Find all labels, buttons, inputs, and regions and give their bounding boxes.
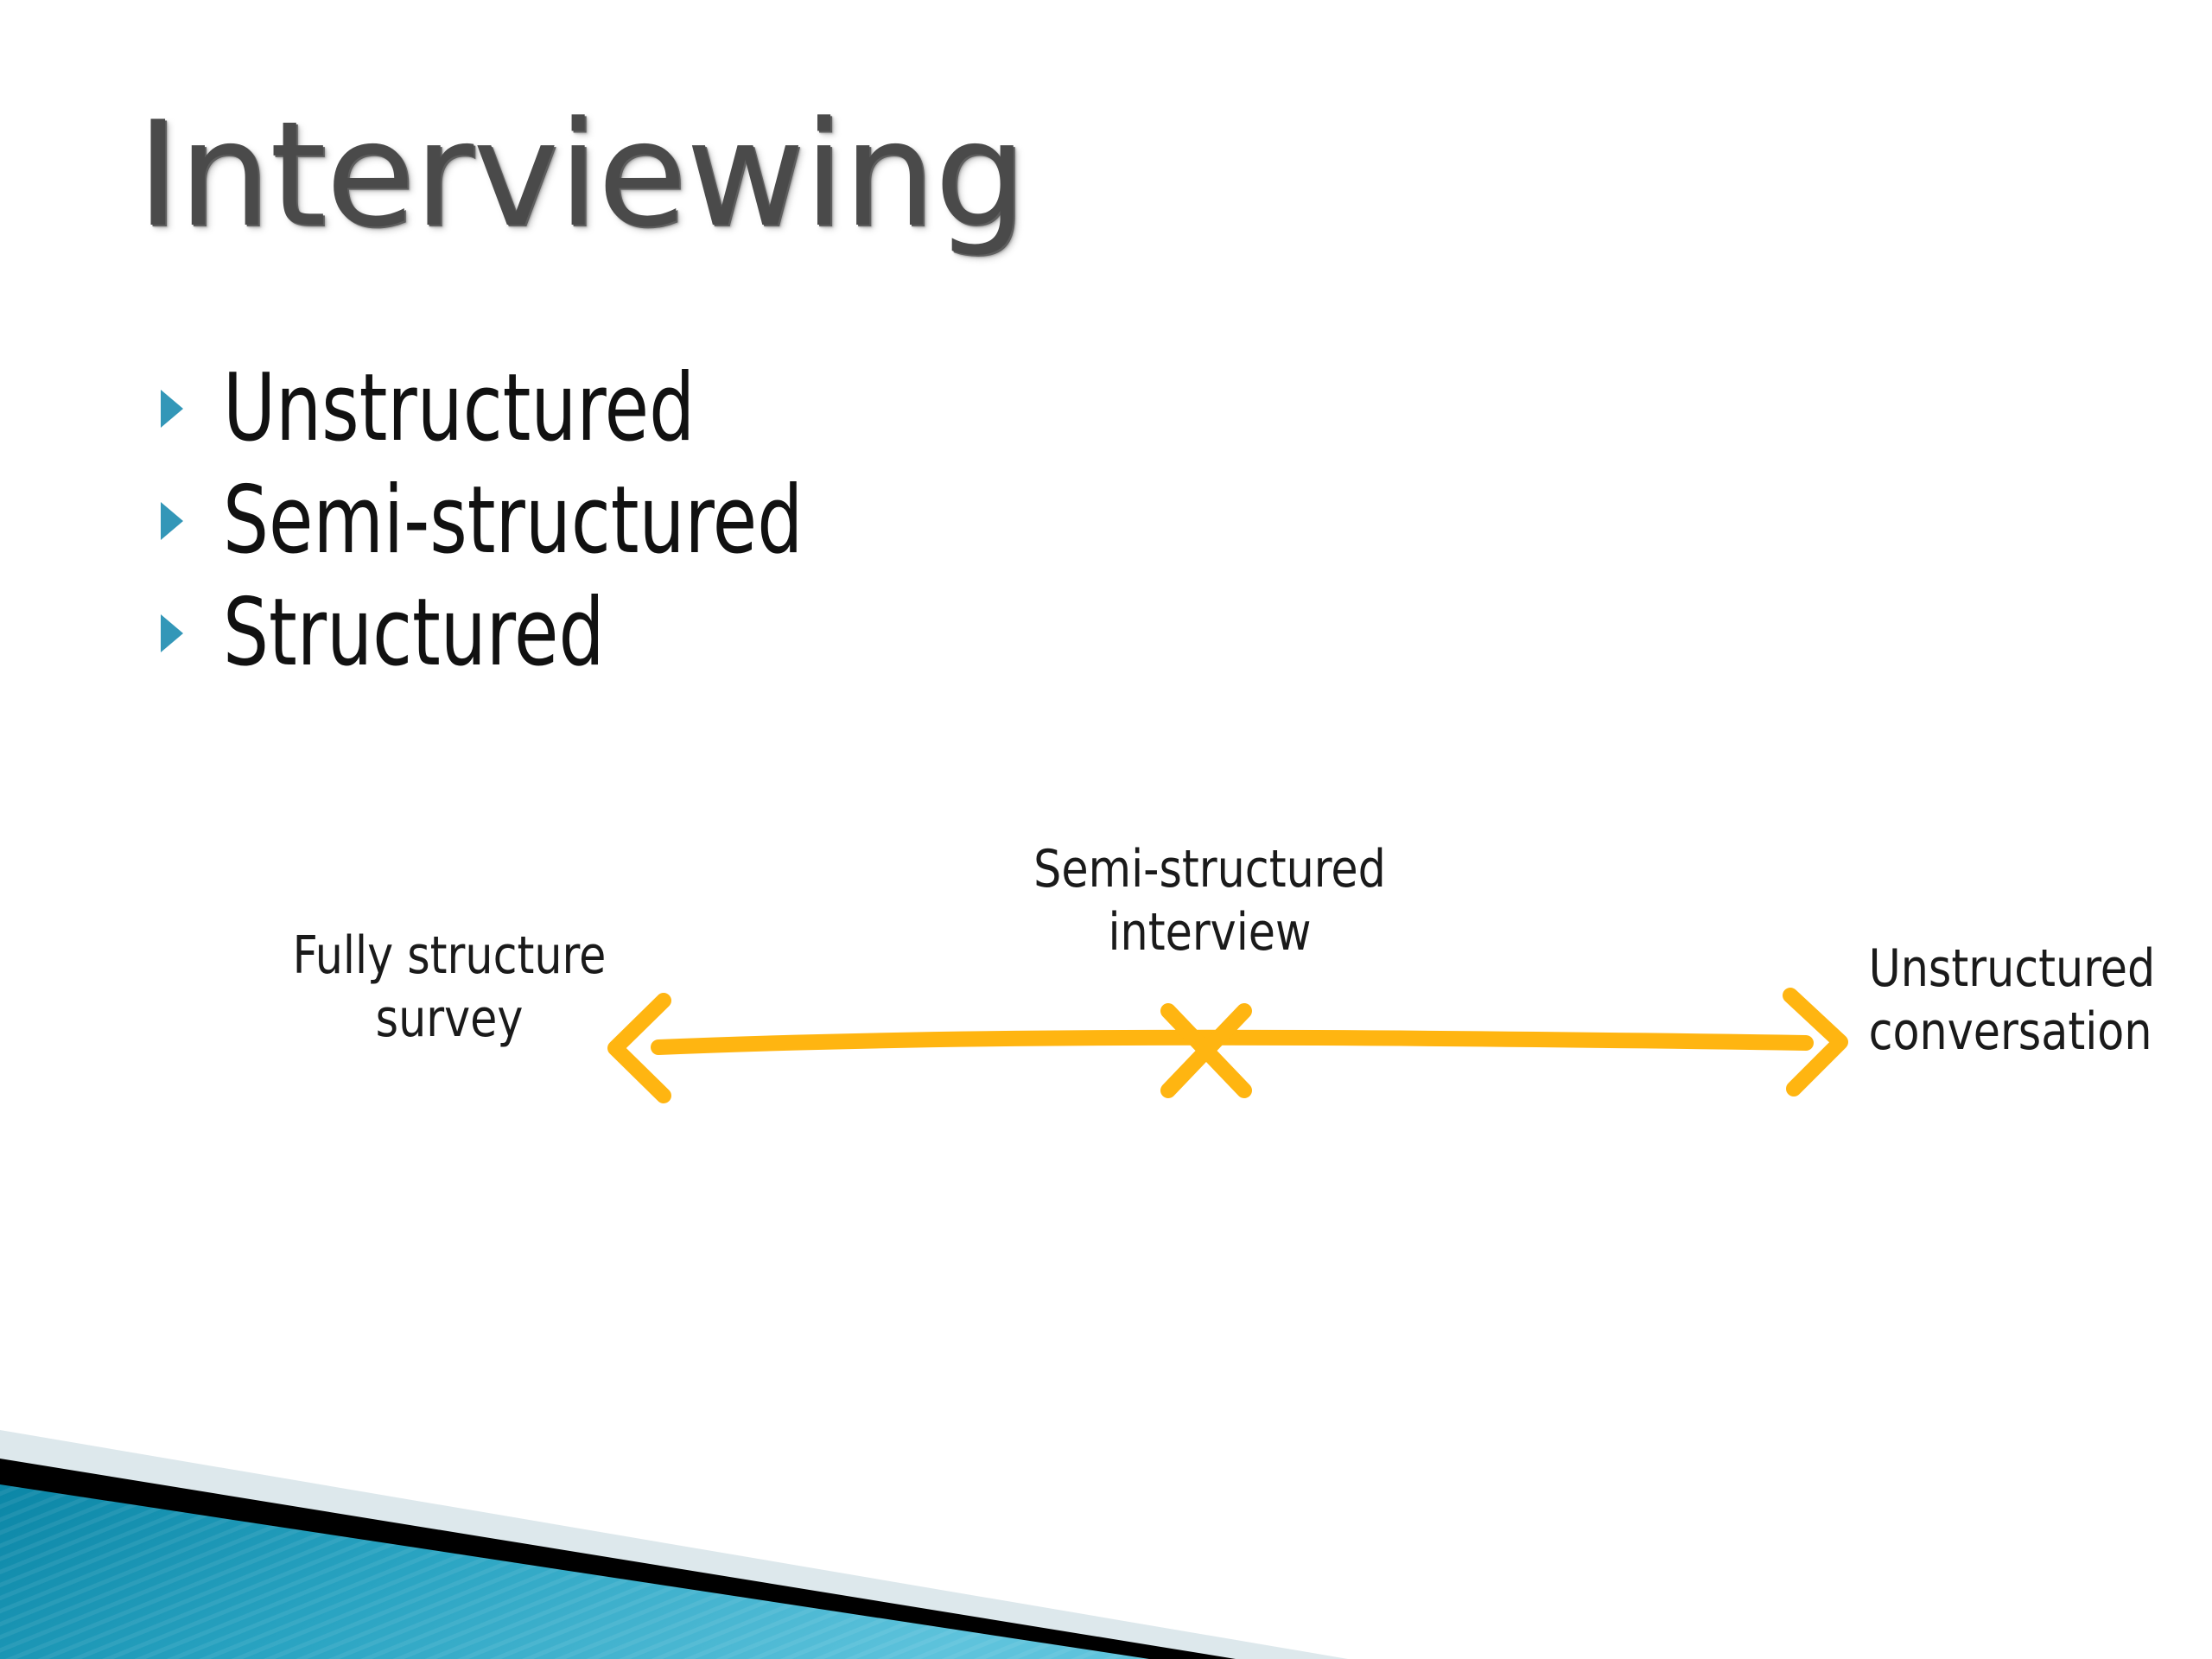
- continuum-arrow-graphic: [607, 988, 1848, 1103]
- continuum-diagram: Fully structure survey Semi-structured i…: [0, 830, 2212, 1158]
- continuum-label-center-line2: interview: [1108, 902, 1312, 963]
- decoration-band-texture: [0, 1484, 1149, 1659]
- triangle-right-icon: [157, 614, 183, 652]
- bullet-label-structured: Structured: [223, 579, 605, 687]
- continuum-label-left: Fully structure survey: [238, 925, 661, 1051]
- list-item: Semi-structured: [157, 465, 1540, 577]
- continuum-line: [651, 1029, 1814, 1055]
- decoration-band-black: [0, 1459, 1236, 1659]
- decoration-band-pale: [0, 1430, 1348, 1659]
- triangle-right-icon: [157, 502, 183, 540]
- decoration-band-teal: [0, 1484, 1149, 1659]
- list-item: Unstructured: [157, 353, 1540, 465]
- triangle-right-icon: [157, 390, 183, 428]
- page-title: Interviewing: [137, 90, 1027, 259]
- continuum-label-right-line2: conversation: [1868, 1001, 2152, 1063]
- continuum-label-center-line1: Semi-structured: [1033, 839, 1386, 899]
- bullet-list: Unstructured Semi-structured Structured: [157, 353, 1540, 690]
- arrow-right-icon: [1783, 988, 1848, 1096]
- x-mark-icon: [1160, 1003, 1252, 1098]
- bullet-label-semi-structured: Semi-structured: [223, 467, 804, 575]
- continuum-label-center: Semi-structured interview: [982, 838, 1437, 964]
- list-item: Structured: [157, 577, 1540, 690]
- corner-decoration: [0, 1348, 1348, 1659]
- continuum-label-right: Unstructured conversation: [1869, 938, 2210, 1064]
- continuum-label-left-line2: survey: [375, 988, 524, 1050]
- continuum-label-right-line1: Unstructured: [1868, 938, 2156, 999]
- arrow-left-icon: [607, 993, 671, 1103]
- continuum-label-left-line1: Fully structure: [292, 925, 607, 986]
- bullet-label-unstructured: Unstructured: [223, 354, 696, 462]
